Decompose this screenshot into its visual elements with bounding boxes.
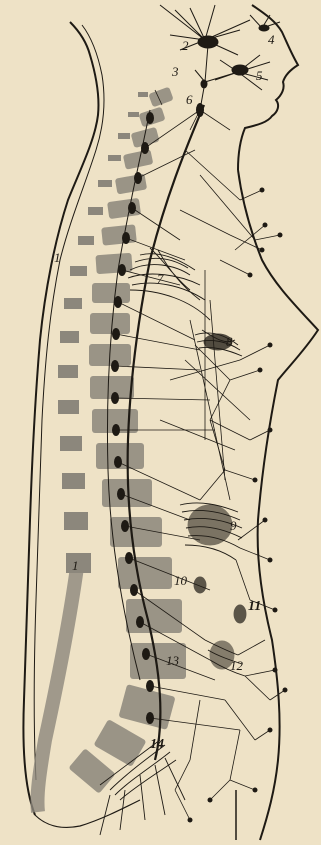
label-1-lower: 1: [72, 558, 79, 573]
ligament-band: [37, 560, 78, 812]
label-10: 10: [174, 573, 188, 588]
label-14: 14: [150, 737, 164, 752]
label-2: 2: [182, 38, 189, 53]
label-1-upper: 1: [54, 250, 61, 265]
front-outline: [238, 170, 318, 840]
label-7: 7: [157, 271, 164, 286]
label-5: 5: [256, 68, 263, 83]
label-9: 9: [230, 518, 237, 533]
label-8: 8: [226, 334, 233, 349]
label-11: 11: [248, 599, 261, 614]
label-12: 12: [230, 658, 244, 673]
label-13: 13: [166, 653, 180, 668]
coccyx-outline: [35, 800, 140, 827]
head-ganglia: [160, 5, 280, 110]
label-4: 4: [268, 32, 275, 47]
label-3: 3: [171, 64, 179, 79]
nerve-end-dots: [188, 188, 288, 823]
label-6: 6: [186, 92, 193, 107]
